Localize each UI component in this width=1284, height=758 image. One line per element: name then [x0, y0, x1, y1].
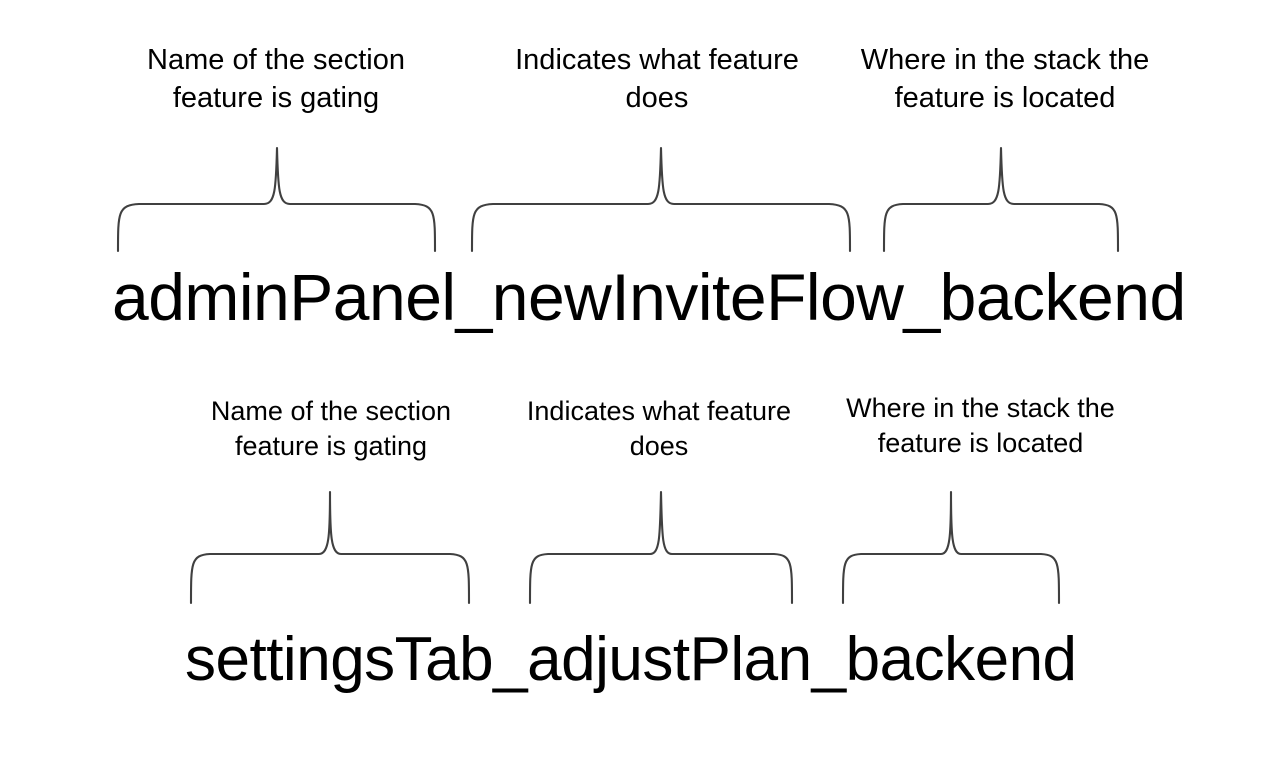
caption-row1-segment2: Indicates what feature does	[515, 44, 799, 114]
curly-brace-row1-segment2	[471, 147, 851, 251]
curly-brace-row2-segment3	[842, 491, 1060, 603]
curly-brace-row1-segment3	[883, 147, 1119, 251]
curly-brace-row2-segment2	[529, 491, 793, 603]
caption-row1-segment1: Name of the section feature is gating	[147, 44, 405, 114]
feature-flag-name-row1: adminPanel_newInviteFlow_backend	[112, 260, 1186, 334]
curly-brace-row1-segment1	[117, 147, 436, 251]
curly-brace-row2-segment1	[190, 491, 470, 603]
caption-row2-segment3: Where in the stack the feature is locate…	[846, 393, 1115, 459]
feature-flag-name-row2: settingsTab_adjustPlan_backend	[185, 625, 1077, 694]
caption-row2-segment1: Name of the section feature is gating	[210, 396, 452, 462]
caption-row2-segment2: Indicates what feature does	[526, 396, 792, 462]
caption-row1-segment3: Where in the stack the feature is locate…	[860, 44, 1150, 114]
